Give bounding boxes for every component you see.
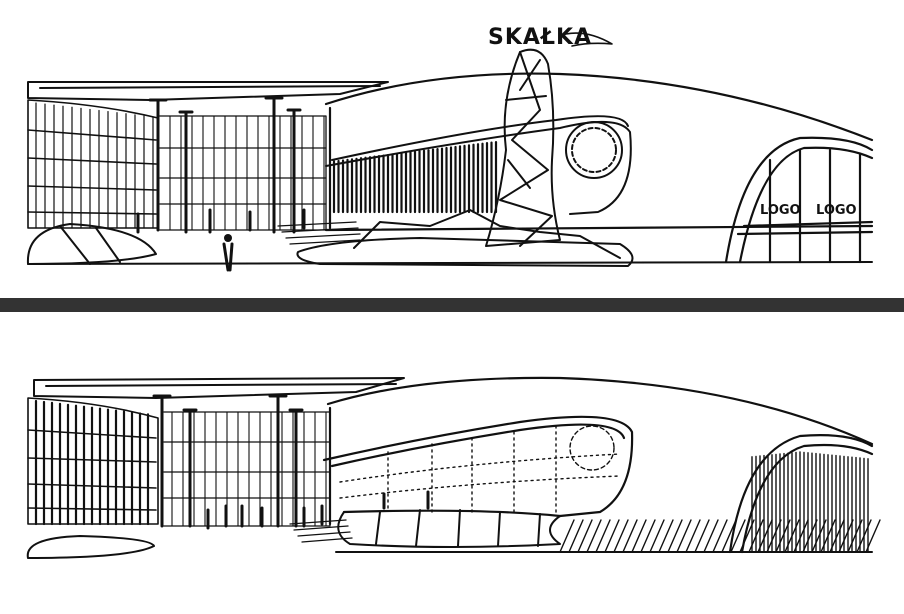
central-curtain-wall bbox=[159, 115, 327, 231]
sketch-top-drawing: LOGO LOGO SKAŁKA bbox=[26, 25, 874, 272]
glazed-wing-dotted-grid bbox=[339, 425, 621, 513]
sign-flag bbox=[565, 32, 613, 47]
ground-line bbox=[27, 261, 873, 265]
arch-hatch-bottom bbox=[751, 451, 869, 553]
canopy-roof-bottom bbox=[33, 377, 405, 399]
canopy-roof bbox=[27, 81, 389, 101]
skalka-sign: SKAŁKA bbox=[488, 25, 592, 50]
left-glass-mullions-bottom bbox=[34, 399, 150, 526]
left-glass-mullions bbox=[35, 102, 154, 229]
rock-sculpture bbox=[353, 48, 621, 259]
facade-logo-1: LOGO bbox=[760, 203, 801, 218]
facade-logo-2: LOGO bbox=[816, 203, 857, 218]
canopy-columns-bottom bbox=[152, 394, 304, 528]
left-pavilion-bottom bbox=[26, 535, 155, 559]
central-mullions bbox=[169, 115, 325, 231]
mall-shell-bottom bbox=[326, 376, 874, 526]
mall-shell bbox=[324, 72, 874, 232]
plinth-ribbon bbox=[337, 509, 561, 548]
plaza-ellipse bbox=[296, 237, 634, 267]
central-mullions-bottom bbox=[171, 411, 327, 527]
sketch-top-panel: LOGO LOGO SKAŁKA bbox=[0, 0, 904, 298]
sketch-bottom-drawing bbox=[26, 376, 881, 559]
people-figures-bottom bbox=[206, 490, 430, 530]
sketch-bottom-panel bbox=[0, 312, 904, 614]
panel-divider bbox=[0, 298, 904, 312]
glazed-wing bbox=[322, 415, 634, 518]
left-glass-building bbox=[27, 99, 159, 229]
glazed-band-hatch bbox=[332, 140, 498, 214]
entrance-stairs bbox=[277, 221, 361, 245]
dotted-circle bbox=[565, 121, 623, 179]
arched-entrance bbox=[724, 136, 874, 264]
people-figures bbox=[136, 208, 306, 272]
left-pavilion bbox=[26, 223, 157, 265]
canopy-columns bbox=[148, 96, 302, 234]
